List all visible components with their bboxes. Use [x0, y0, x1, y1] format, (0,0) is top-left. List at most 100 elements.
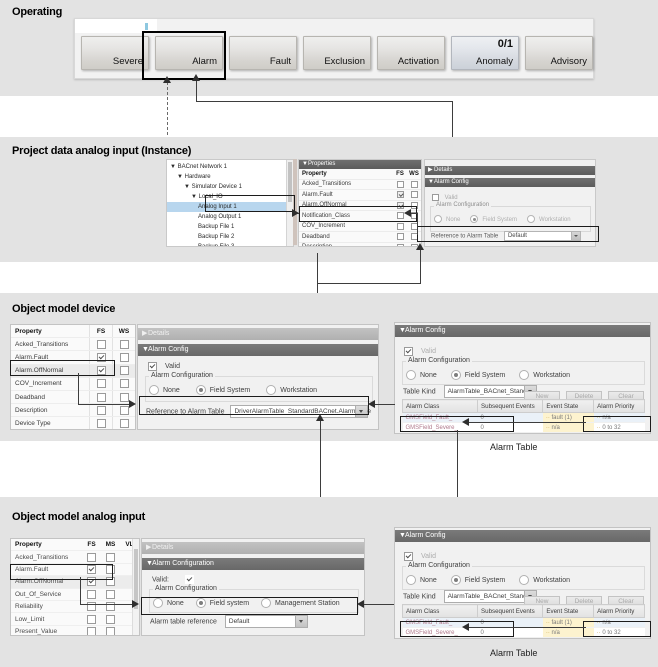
table-row[interactable]: Alarm.OffNormal [11, 575, 139, 589]
table-row[interactable]: GMSField_Fault_0·· fault (1)·· n/a [402, 412, 645, 423]
checkbox-icon[interactable] [106, 614, 115, 624]
property-checkbox-cell[interactable] [407, 189, 421, 201]
radio-option-workstation[interactable]: Workstation [519, 575, 570, 585]
property-checkbox-cell[interactable] [89, 403, 113, 418]
table-row[interactable]: Reliability [11, 600, 139, 614]
property-checkbox-cell[interactable] [407, 179, 421, 190]
property-checkbox-cell[interactable] [101, 550, 120, 564]
radio-option-workstation[interactable]: Workstation [266, 385, 317, 395]
state-button-alarm[interactable]: Alarm [155, 36, 223, 70]
radio-icon[interactable] [519, 575, 530, 585]
property-checkbox-cell[interactable] [120, 625, 139, 635]
radio-option-none[interactable]: None [149, 385, 180, 395]
tree-item[interactable]: Backup File 1 [198, 224, 235, 230]
expand-twisty-icon[interactable]: ▶ [142, 330, 148, 337]
property-checkbox-cell[interactable] [393, 179, 407, 190]
checkbox-icon[interactable] [119, 352, 129, 362]
property-checkbox-cell[interactable] [82, 588, 101, 601]
radio-option-none[interactable]: None [153, 598, 184, 608]
table-row[interactable]: Alarm.Fault [11, 563, 139, 577]
table-row[interactable]: Alarm.OffNormal [11, 364, 135, 378]
expand-twisty-icon[interactable]: ▶ [428, 167, 433, 173]
property-checkbox-cell[interactable] [393, 231, 407, 243]
checkbox-icon[interactable] [119, 379, 129, 389]
alarm-config-section-header[interactable]: ▼Alarm Config [138, 344, 378, 356]
radio-option-field-system[interactable]: Field System [195, 385, 250, 395]
collapse-twisty-icon[interactable]: ▼ [146, 560, 153, 567]
valid-checkbox[interactable] [404, 347, 413, 356]
checkbox-icon[interactable] [410, 201, 418, 209]
table-row[interactable]: GMSField_Fault_0·· fault (1)·· n/a [402, 617, 645, 628]
details-section-header[interactable]: ▶Details [138, 328, 378, 340]
device-alarm-config-pane[interactable]: ▶Details ▼Alarm Config Valid Alarm Confi… [137, 324, 379, 430]
property-checkbox-cell[interactable] [82, 563, 101, 577]
checkbox-icon[interactable] [410, 180, 418, 188]
checkbox-icon[interactable] [96, 405, 106, 415]
radio-option-field-system[interactable]: Field System [470, 215, 517, 223]
radio-icon[interactable] [261, 598, 272, 608]
property-checkbox-cell[interactable] [112, 337, 135, 352]
checkbox-icon[interactable] [106, 577, 115, 587]
checkbox-icon[interactable] [410, 191, 418, 199]
radio-option-field-system[interactable]: Field system [195, 598, 249, 608]
properties-scrollbar[interactable] [132, 539, 139, 635]
table-row[interactable]: Acked_Transitions [11, 550, 139, 564]
chevron-down-icon[interactable] [355, 406, 368, 417]
checkbox-icon[interactable] [106, 552, 115, 562]
radio-option-field-system[interactable]: Field System [450, 575, 505, 585]
property-checkbox-cell[interactable] [101, 625, 120, 635]
chevron-down-icon[interactable] [570, 232, 580, 240]
tree-item[interactable]: Backup File 2 [198, 234, 235, 240]
checkbox-icon[interactable] [119, 339, 129, 349]
table-row[interactable]: Alarm.Fault [299, 189, 421, 201]
column-header[interactable]: Alarm Priority [593, 604, 645, 618]
checkbox-checked-icon[interactable] [396, 191, 404, 199]
alarm-config-radio-group[interactable]: None Field System Workstation [149, 385, 333, 395]
radio-option-none[interactable]: None [406, 575, 437, 585]
checkbox-icon[interactable] [396, 233, 404, 241]
checkbox-icon[interactable] [87, 552, 96, 562]
checkbox-checked-icon[interactable] [87, 564, 96, 574]
tree-item[interactable]: ▼ BACnet Network 1 [170, 164, 227, 170]
state-button-severe[interactable]: Severe [81, 36, 149, 70]
state-button-fault[interactable]: Fault [229, 36, 297, 70]
alarm-config-radio-group[interactable]: None Field system Management Station [153, 598, 352, 608]
property-checkbox-cell[interactable] [89, 364, 113, 378]
radio-option-none[interactable]: None [406, 370, 437, 380]
radio-selected-icon[interactable] [195, 598, 206, 608]
radio-option-field-system[interactable]: Field System [450, 370, 505, 380]
property-checkbox-cell[interactable] [407, 200, 421, 211]
property-checkbox-cell[interactable] [101, 575, 120, 589]
property-checkbox-cell[interactable] [82, 550, 101, 564]
table-row[interactable]: GMSField_Alarm_0·· n/a·· 33 to 128 [402, 637, 645, 638]
table-row[interactable]: Alarm.Fault [11, 350, 135, 365]
tree-scrollbar[interactable] [286, 160, 293, 246]
property-checkbox-cell[interactable] [393, 221, 407, 232]
property-checkbox-cell[interactable] [82, 575, 101, 589]
state-button-activation[interactable]: Activation [377, 36, 445, 70]
radio-icon[interactable] [519, 370, 530, 380]
checkbox-icon[interactable] [96, 379, 106, 389]
property-checkbox-cell[interactable] [393, 200, 407, 211]
alarm-config-section-header[interactable]: ▼Alarm Config [425, 178, 595, 187]
properties-section-header[interactable]: ▼Properties [299, 160, 421, 169]
property-checkbox-cell[interactable] [82, 625, 101, 635]
radio-option-management-station[interactable]: Management Station [261, 598, 340, 608]
radio-icon[interactable] [406, 370, 416, 380]
table-row[interactable]: Deadband [299, 231, 421, 243]
table-row[interactable]: COV_Increment [299, 221, 421, 232]
checkbox-icon[interactable] [87, 602, 96, 612]
valid-checkbox[interactable] [184, 575, 194, 584]
checkbox-checked-icon[interactable] [396, 201, 404, 209]
collapse-twisty-icon[interactable]: ▼ [399, 327, 406, 334]
table-row[interactable]: COV_Increment [11, 377, 135, 391]
alarm-config-section-header[interactable]: ▼Alarm Config [395, 325, 650, 337]
property-checkbox-cell[interactable] [89, 390, 113, 405]
alarm-configuration-section-header[interactable]: ▼Alarm Configuration [142, 558, 364, 570]
property-checkbox-cell[interactable] [101, 563, 120, 577]
radio-selected-icon[interactable] [195, 385, 206, 395]
property-checkbox-cell[interactable] [393, 210, 407, 222]
